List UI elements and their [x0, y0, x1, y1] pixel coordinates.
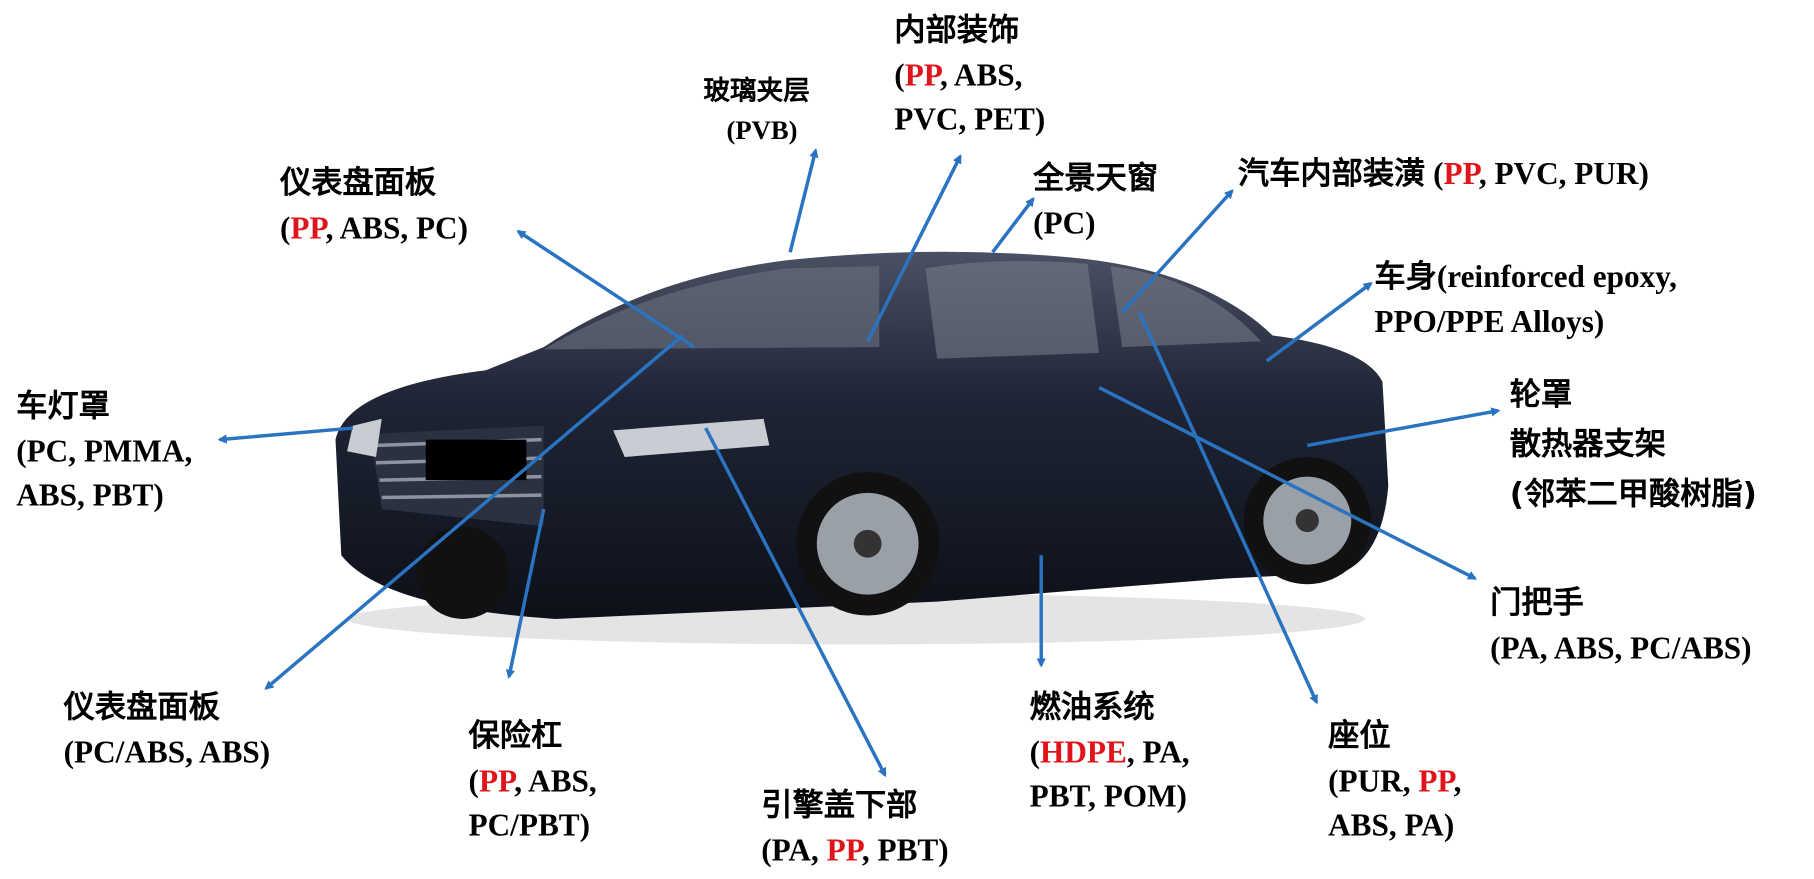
arrow-under-hood	[704, 427, 887, 778]
highlight: PP	[904, 57, 940, 93]
arrow-door-handle	[1098, 386, 1478, 580]
arrow-glass	[788, 148, 819, 253]
materials: (PC)	[1033, 205, 1096, 241]
materials-2: ABS, PBT)	[16, 477, 164, 513]
arrow-bumper	[505, 508, 546, 680]
title: 玻璃夹层	[703, 76, 810, 107]
materials: (PP, ABS, PC)	[279, 210, 469, 246]
label-glass-interlayer: 玻璃夹层 (PVB)	[703, 72, 809, 151]
label-lamp-cover: 车灯罩 (PC, PMMA, ABS, PBT)	[16, 385, 192, 517]
text: , PA,	[1126, 734, 1190, 770]
label-interior-trim: 内部装饰 (PP, ABS, PVC, PET)	[894, 9, 1045, 141]
car-body	[335, 251, 1389, 645]
arrow-lamp-cover	[217, 426, 354, 444]
materials: (PC, PMMA,	[16, 433, 193, 469]
highlight: PP	[1418, 763, 1454, 799]
title: 座位	[1328, 718, 1391, 755]
text: , ABS,	[514, 763, 597, 799]
title: 全景天窗	[1033, 160, 1159, 197]
arrow-dashboard-bottom	[264, 334, 684, 690]
materials: (PA, ABS, PC/ABS)	[1490, 630, 1752, 666]
highlight: HDPE	[1040, 734, 1127, 770]
text: , ABS,	[939, 57, 1023, 93]
arrow-upholstery	[1120, 189, 1234, 314]
label-upholstery: 汽车内部装潢 (PP, PVC, PUR)	[1237, 156, 1649, 193]
materials: (PP, ABS,	[468, 763, 597, 799]
title: 保险杠	[468, 718, 563, 755]
materials-2: PC/PBT)	[468, 807, 591, 843]
label-under-hood: 引擎盖下部 (PA, PP, PBT)	[761, 784, 948, 872]
materials-2: PVC, PET)	[894, 101, 1046, 137]
materials: (HDPE, PA,	[1029, 734, 1190, 770]
materials: (PVB)	[726, 115, 798, 145]
highlight: PP	[290, 210, 326, 246]
label-sunroof: 全景天窗 (PC)	[1033, 157, 1158, 245]
materials: (PUR, PP,	[1328, 759, 1461, 803]
arrow-body	[1265, 282, 1373, 363]
text: (PA,	[761, 832, 827, 868]
arrow-wheel-cover	[1306, 407, 1501, 448]
materials: (邻苯二甲酸树脂)	[1509, 476, 1757, 513]
title-2: 散热器支架	[1509, 426, 1666, 463]
title: 仪表盘面板	[63, 689, 220, 726]
label-fuel-system: 燃油系统 (HDPE, PA, PBT, POM)	[1030, 686, 1190, 818]
label-door-handle: 门把手 (PA, ABS, PC/ABS)	[1490, 582, 1751, 670]
label-bumper: 保险杠 (PP, ABS, PC/PBT)	[469, 715, 597, 847]
title: 汽车内部装潢	[1237, 156, 1426, 193]
arrow-seat	[1137, 311, 1319, 705]
arrows	[217, 148, 1501, 778]
highlight: PP	[478, 763, 515, 799]
redacted-logo	[425, 439, 527, 481]
text: , PVC, PUR)	[1478, 156, 1649, 191]
label-wheel-cover: 轮罩 散热器支架 (邻苯二甲酸树脂)	[1510, 370, 1757, 519]
materials-2: ABS, PA)	[1328, 807, 1455, 843]
text: (PUR,	[1328, 763, 1419, 799]
materials-2: PBT, POM)	[1029, 778, 1187, 814]
title: 车灯罩	[16, 388, 110, 425]
title: 引擎盖下部	[761, 787, 918, 824]
title: 车身	[1374, 259, 1437, 296]
label-dashboard-top: 仪表盘面板 (PP, ABS, PC)	[280, 162, 468, 250]
materials: (PC/ABS, ABS)	[63, 734, 271, 770]
title: 门把手	[1490, 585, 1584, 622]
text: , ABS, PC)	[325, 210, 469, 246]
materials: (reinforced epoxy,	[1436, 259, 1677, 294]
text-2: ,	[1453, 763, 1462, 799]
materials: (PA, PP, PBT)	[761, 828, 948, 872]
title: 内部装饰	[894, 12, 1020, 49]
label-dashboard-bottom: 仪表盘面板 (PC/ABS, ABS)	[64, 686, 271, 774]
title: 轮罩	[1509, 377, 1573, 414]
arrow-interior	[866, 154, 962, 343]
text-2: , PBT)	[861, 832, 949, 868]
materials: (PP, ABS,	[894, 57, 1023, 93]
highlight: PP	[1443, 156, 1479, 191]
arrow-dashboard-top	[516, 229, 696, 349]
label-seat: 座位 (PUR, PP, ABS, PA)	[1328, 715, 1461, 847]
highlight: PP	[826, 832, 862, 868]
title: 燃油系统	[1029, 689, 1155, 726]
materials-2: PPO/PPE Alloys)	[1374, 304, 1605, 339]
label-body: 车身(reinforced epoxy, PPO/PPE Alloys)	[1374, 255, 1677, 344]
arrow-sunroof	[991, 197, 1035, 254]
title: 仪表盘面板	[279, 165, 437, 202]
